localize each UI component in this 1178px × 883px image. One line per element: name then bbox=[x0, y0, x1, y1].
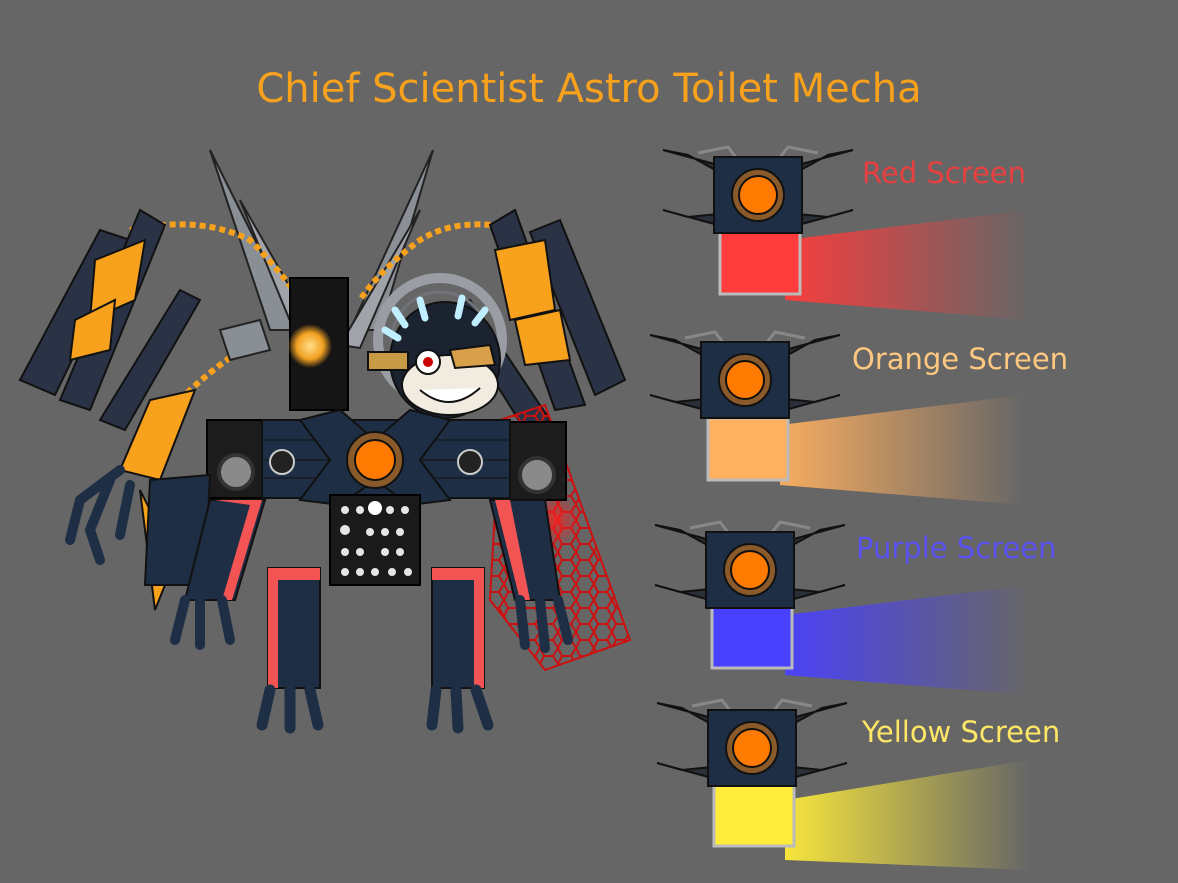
screen-orange bbox=[648, 330, 1025, 505]
screen-red bbox=[661, 145, 1030, 320]
label-yellow-screen: Yellow Screen bbox=[862, 715, 1061, 749]
label-red-screen: Red Screen bbox=[862, 156, 1027, 190]
label-orange-screen: Orange Screen bbox=[852, 342, 1069, 376]
screen-purple bbox=[653, 520, 1030, 695]
label-purple-screen: Purple Screen bbox=[856, 531, 1057, 565]
mecha bbox=[18, 149, 632, 734]
page-title: Chief Scientist Astro Toilet Mecha bbox=[256, 66, 922, 112]
screen-yellow bbox=[655, 698, 1030, 870]
